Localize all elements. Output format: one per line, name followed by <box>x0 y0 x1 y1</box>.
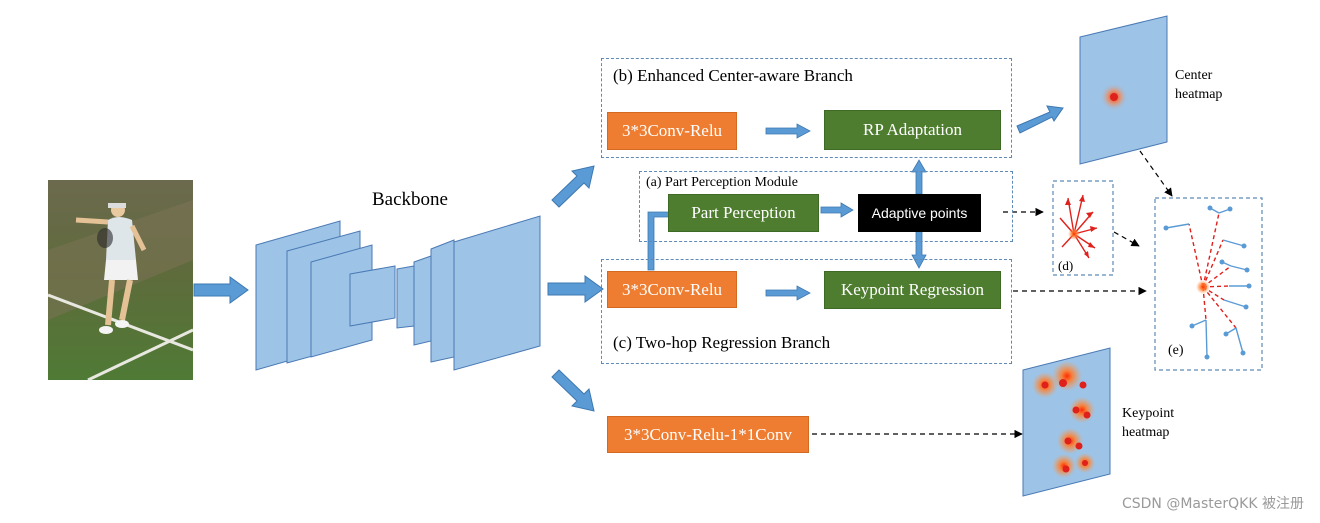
two-hop-regression-detail <box>1154 197 1263 371</box>
keypoint-heatmap-panel <box>1022 347 1111 497</box>
backbone-label: Backbone <box>372 189 448 210</box>
keypoint-regression-box: Keypoint Regression <box>824 271 1001 309</box>
keypoint-heatmap-label-line1: Keypoint <box>1122 406 1175 421</box>
regression-branch-title: (c) Two-hop Regression Branch <box>613 333 831 352</box>
center-branch-frame <box>601 58 1012 158</box>
part-module-title: (a) Part Perception Module <box>646 175 799 190</box>
keypoint-heatmap-label: Keypoint heatmap <box>1122 404 1174 442</box>
regression-conv-box: 3*3Conv-Relu <box>607 271 737 308</box>
part-perception-frame <box>639 171 1013 242</box>
part-perception-box: Part Perception <box>668 194 819 232</box>
center-conv-box: 3*3Conv-Relu <box>607 112 737 150</box>
watermark: CSDN @MasterQKK 被注册 <box>1121 496 1304 512</box>
input-arrow <box>193 276 249 304</box>
rp-to-center-heatmap-arrow <box>1016 105 1064 134</box>
input-image <box>48 180 193 380</box>
center-heatmap-label-line1: Center <box>1175 68 1213 83</box>
backbone-to-center-arrow <box>551 165 595 208</box>
center-heatmap-panel <box>1079 15 1168 165</box>
center-heatmap-label-line2: heatmap <box>1175 87 1223 102</box>
backbone-layers <box>255 215 541 371</box>
regression-branch-frame <box>601 259 1012 364</box>
flow-arrows <box>647 123 927 301</box>
rp-adaptation-box: RP Adaptation <box>824 110 1001 150</box>
keypoint-conv-box: 3*3Conv-Relu-1*1Conv <box>607 416 809 453</box>
backbone-to-keypoint-arrow <box>551 369 595 412</box>
detail-e-label: (e) <box>1168 343 1184 358</box>
backbone-to-regression-arrow <box>547 275 604 303</box>
center-heatmap-label: Center heatmap <box>1175 66 1222 104</box>
adaptive-points-box: Adaptive points <box>858 194 981 232</box>
detail-d-label: (d) <box>1058 258 1074 273</box>
center-branch-title: (b) Enhanced Center-aware Branch <box>613 66 853 85</box>
adaptive-points-detail <box>1052 180 1114 276</box>
dashed-connectors <box>812 150 1173 439</box>
keypoint-heatmap-label-line2: heatmap <box>1122 425 1170 440</box>
